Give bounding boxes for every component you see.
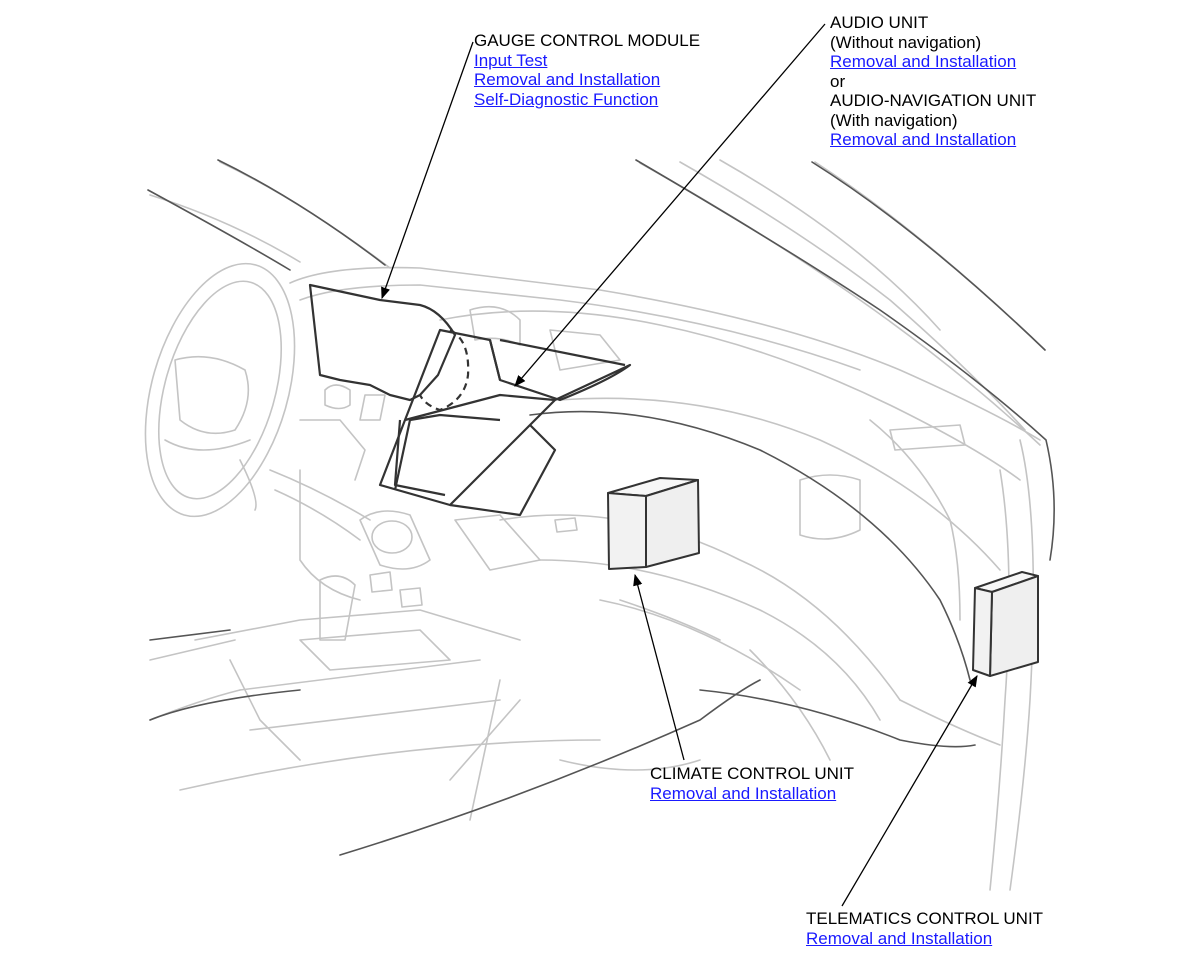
interior-outline [144, 159, 1046, 891]
audio-leader-arrow [514, 23, 826, 387]
gauge-control-module-shape [308, 283, 470, 412]
audio-navigation-unit-title: AUDIO-NAVIGATION UNIT [830, 91, 1037, 110]
gauge-input-test-link[interactable]: Input Test [474, 50, 548, 70]
gauge-self-diagnostic-link[interactable]: Self-Diagnostic Function [474, 89, 659, 109]
gauge-leader-arrow [381, 41, 474, 300]
audio-unit-removal-installation-link[interactable]: Removal and Installation [830, 52, 1017, 71]
gauge-removal-installation-link[interactable]: Removal and Installation [474, 70, 661, 89]
audio-or-separator: or [830, 71, 846, 91]
audio-unit-shape [378, 328, 632, 517]
climate-leader-arrow [633, 573, 685, 761]
climate-control-unit-shape [607, 477, 700, 570]
telematics-control-unit-callout: TELEMATICS CONTROL UNIT Removal and Inst… [806, 909, 1043, 948]
telematics-leader-arrow [841, 674, 978, 907]
audio-unit-note: (Without navigation) [830, 32, 982, 52]
leader-lines [381, 23, 978, 907]
gauge-control-module-title: GAUGE CONTROL MODULE [474, 31, 701, 50]
telematics-control-unit-title: TELEMATICS CONTROL UNIT [806, 909, 1044, 928]
climate-control-unit-callout: CLIMATE CONTROL UNIT Removal and Install… [650, 764, 854, 803]
audio-navigation-unit-note: (With navigation) [830, 110, 958, 130]
climate-control-unit-title: CLIMATE CONTROL UNIT [650, 764, 855, 783]
gauge-control-module-callout: GAUGE CONTROL MODULE Input Test Removal … [474, 31, 700, 109]
climate-removal-installation-link[interactable]: Removal and Installation [650, 783, 837, 803]
audio-navigation-removal-installation-link[interactable]: Removal and Installation [830, 130, 1017, 149]
telematics-removal-installation-link[interactable]: Removal and Installation [806, 928, 993, 948]
structural-lines [147, 159, 1055, 856]
audio-unit-callout: AUDIO UNIT (Without navigation) Removal … [830, 13, 1036, 150]
telematics-control-unit-shape [972, 571, 1039, 677]
audio-unit-title: AUDIO UNIT [830, 13, 929, 32]
